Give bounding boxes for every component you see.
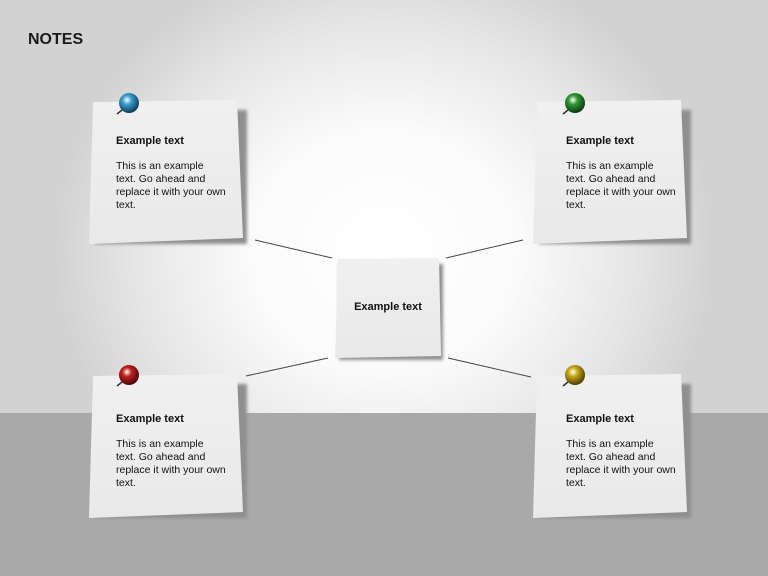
note-body: This is an example text. Go ahead and re… [566, 160, 676, 211]
note-heading: Example text [116, 413, 184, 425]
connector-bottom-right [447, 357, 532, 378]
note-heading: Example text [566, 135, 634, 147]
note-body: This is an example text. Go ahead and re… [116, 438, 226, 489]
note-body: This is an example text. Go ahead and re… [116, 160, 226, 211]
connector-bottom-left [245, 357, 329, 377]
page-title: NOTES [28, 31, 84, 48]
blue-pin-icon [116, 93, 139, 115]
red-pin-icon [116, 365, 139, 387]
green-pin-icon [562, 93, 585, 115]
connector-top-right [445, 239, 524, 259]
note-heading: Example text [566, 413, 634, 425]
yellow-pin-icon [562, 365, 585, 387]
note-body: This is an example text. Go ahead and re… [566, 438, 676, 489]
note-heading: Example text [116, 135, 184, 147]
note-heading: Example text [354, 301, 422, 313]
connector-top-left [254, 239, 333, 259]
